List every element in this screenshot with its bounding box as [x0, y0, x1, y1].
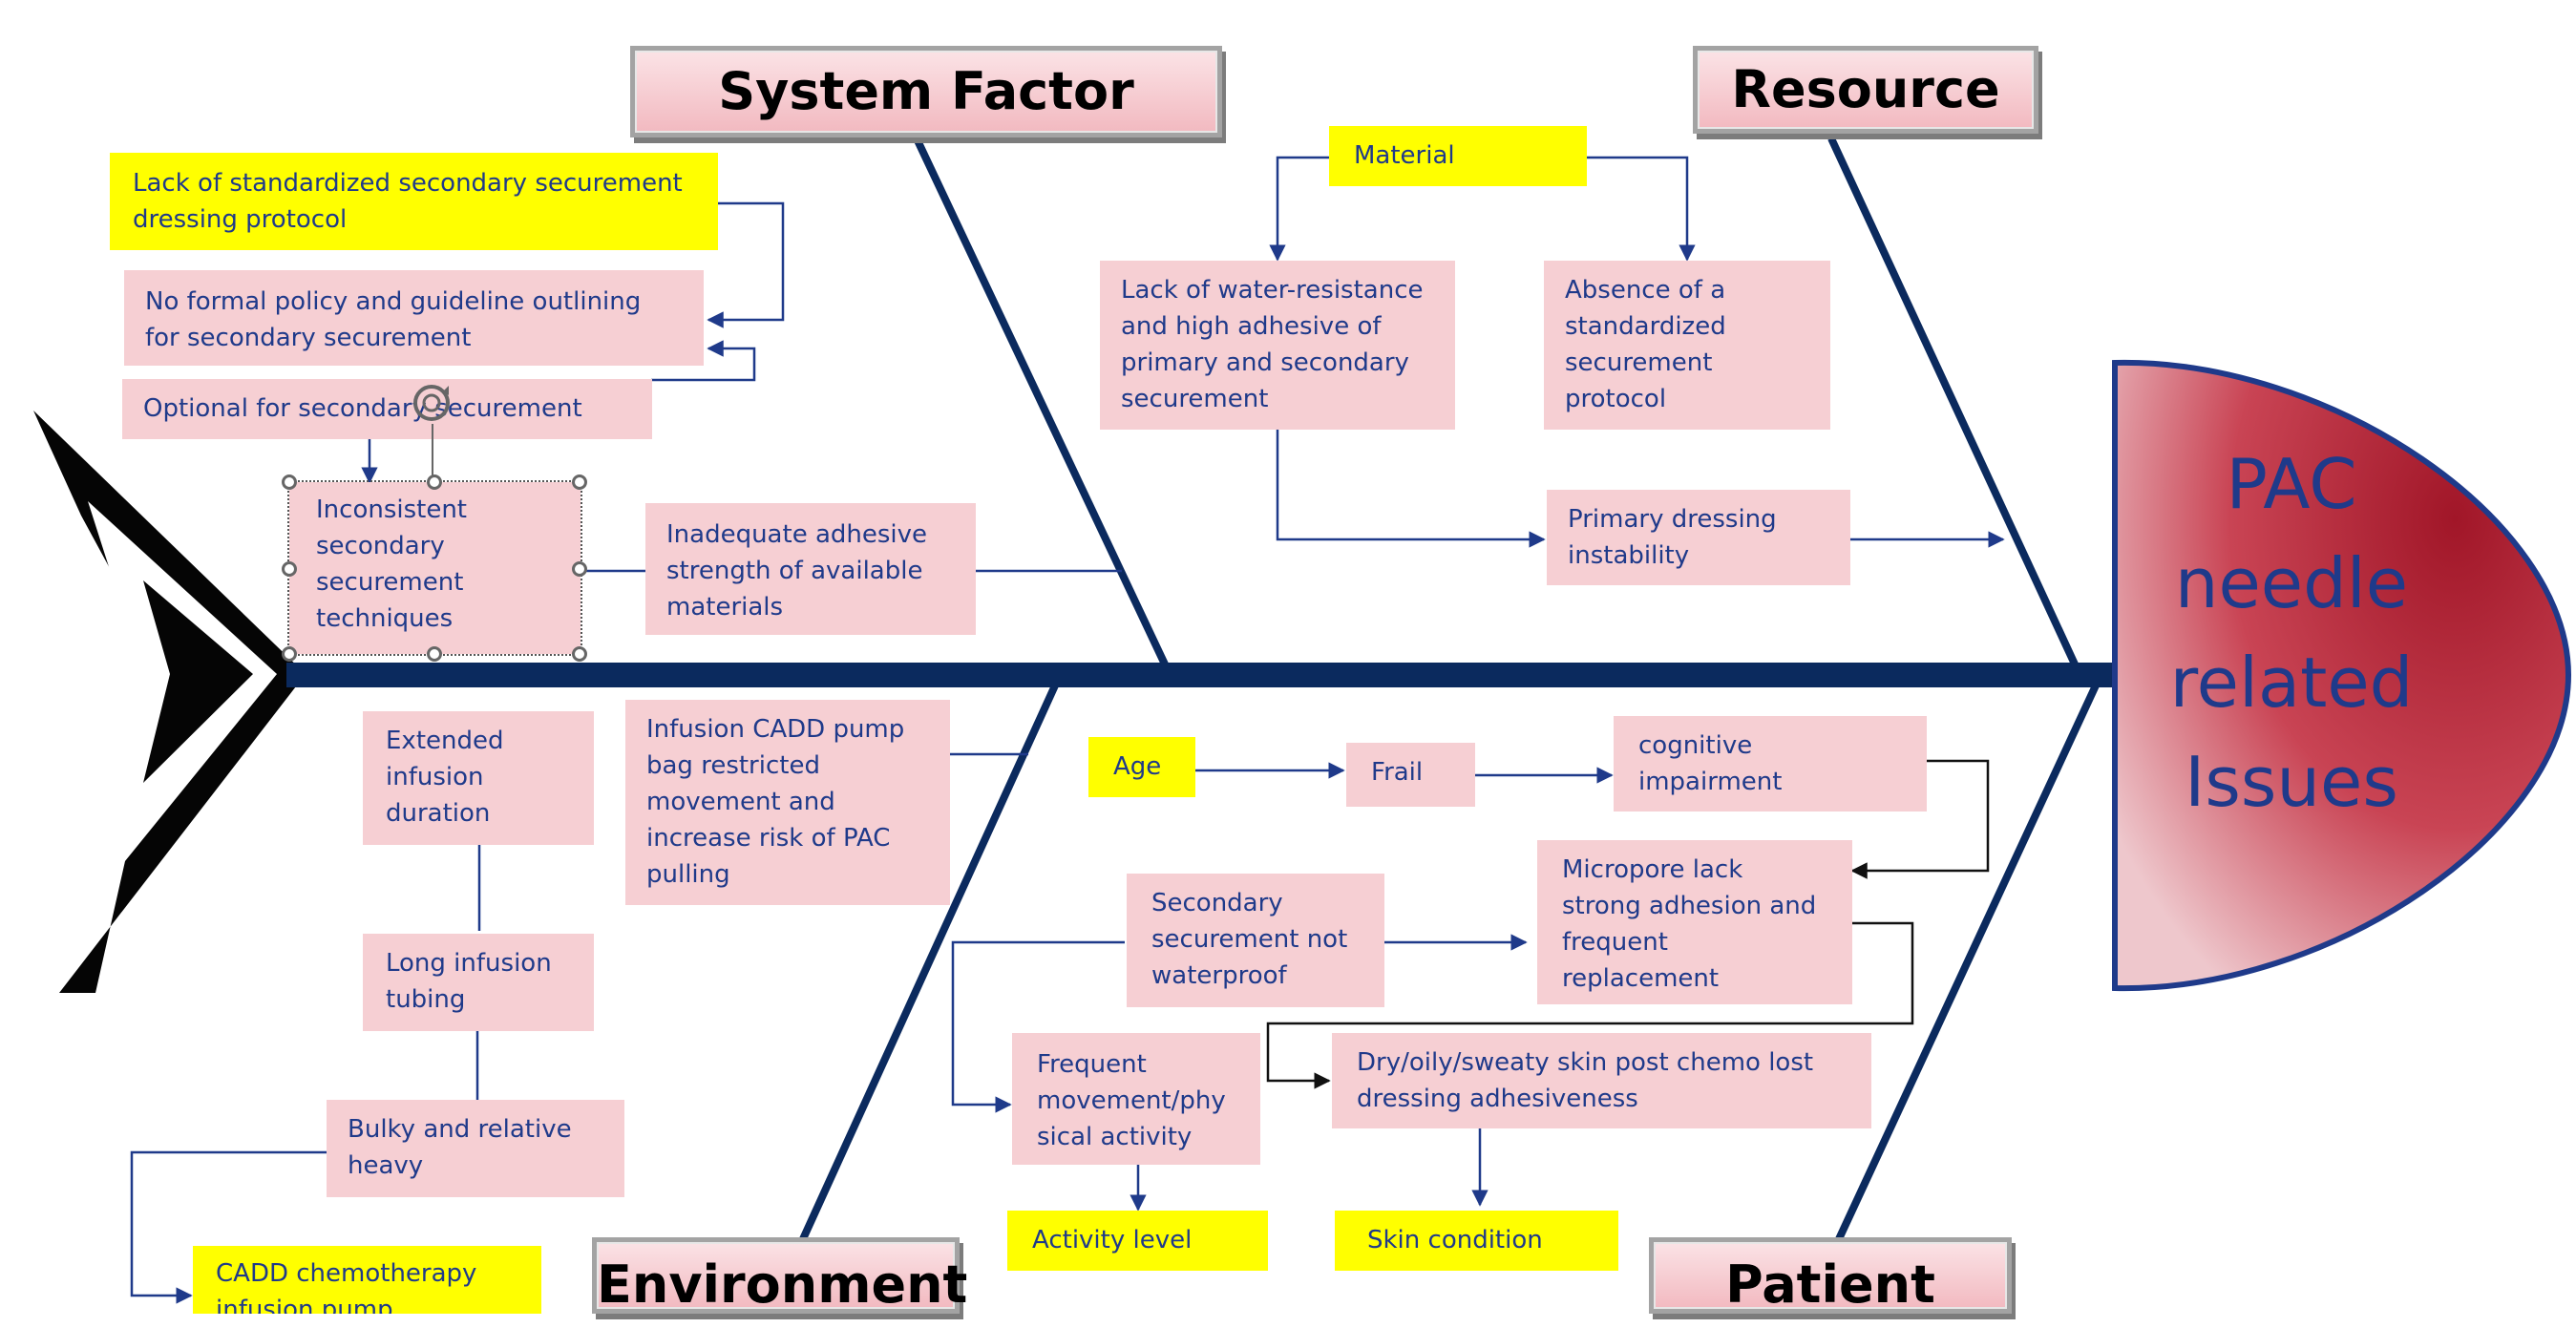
resize-handle[interactable] — [572, 561, 587, 577]
cause-micropore: Micropore lack strong adhesion and frequ… — [1537, 840, 1852, 1004]
category-resource: Resource — [1693, 46, 2038, 134]
resize-handle[interactable] — [282, 646, 297, 662]
cause-dry-skin: Dry/oily/sweaty skin post chemo lost dre… — [1332, 1033, 1871, 1128]
resize-handle[interactable] — [427, 646, 442, 662]
environment-connectors — [130, 845, 481, 1304]
cause-lack-standardized-protocol: Lack of standardized secondary securemen… — [110, 153, 718, 250]
resize-handle[interactable] — [282, 561, 297, 577]
cause-not-waterproof: Secondary securement not waterproof — [1127, 874, 1384, 1007]
cause-primary-dressing-instability: Primary dressing instability — [1547, 490, 1850, 585]
effect-head-label: PAC needle related Issues — [2169, 444, 2414, 822]
bone-resource — [1827, 137, 2080, 670]
resize-handle[interactable] — [282, 474, 297, 490]
category-system-factor: System Factor — [630, 46, 1222, 137]
cause-no-formal-policy: No formal policy and guideline outlining… — [124, 270, 704, 366]
category-environment: Environment — [592, 1237, 967, 1315]
cause-bulky-heavy: Bulky and relative heavy — [327, 1100, 624, 1197]
rotate-handle-stem — [432, 424, 433, 476]
cause-cadd-bag-restricted: Infusion CADD pump bag restricted moveme… — [625, 700, 950, 905]
cause-frail: Frail — [1346, 743, 1475, 807]
cause-cognitive-impairment: cognitive impairment — [1614, 716, 1927, 812]
cause-skin-condition: Skin condition — [1335, 1211, 1618, 1271]
resource-connectors — [1269, 156, 2005, 548]
cause-extended-infusion: Extended infusion duration — [363, 711, 594, 845]
cause-long-tubing: Long infusion tubing — [363, 934, 594, 1031]
resize-handle[interactable] — [572, 474, 587, 490]
cause-material: Material — [1329, 126, 1587, 186]
cause-inconsistent-techniques[interactable]: Inconsistent secondary securement techni… — [287, 480, 582, 656]
patient-black-connectors — [1266, 759, 1990, 1089]
system-factor-connectors — [361, 201, 1122, 756]
fish-tail — [33, 411, 306, 993]
patient-connectors — [951, 762, 1614, 1212]
resize-handle[interactable] — [427, 474, 442, 490]
bone-patient — [1834, 684, 2100, 1243]
bone-system-factor — [913, 137, 1171, 670]
cause-water-resistance: Lack of water-resistance and high adhesi… — [1100, 261, 1455, 430]
cause-absence-protocol: Absence of a standardized securement pro… — [1544, 261, 1830, 430]
cause-cadd-pump: CADD chemotherapy infusion pump — [193, 1246, 541, 1314]
resize-handle[interactable] — [572, 646, 587, 662]
bone-environment — [798, 684, 1059, 1243]
cause-frequent-movement: Frequent movement/phy sical activity — [1012, 1033, 1260, 1165]
cause-age: Age — [1088, 737, 1195, 797]
fish-head — [2112, 359, 2572, 992]
cause-optional-securement: Optional for secondary securement — [122, 379, 652, 439]
rotate-handle-icon[interactable] — [411, 382, 453, 424]
cause-inadequate-adhesive: Inadequate adhesive strength of availabl… — [645, 503, 976, 635]
category-patient: Patient — [1649, 1237, 2012, 1315]
cause-activity-level: Activity level — [1007, 1211, 1268, 1271]
